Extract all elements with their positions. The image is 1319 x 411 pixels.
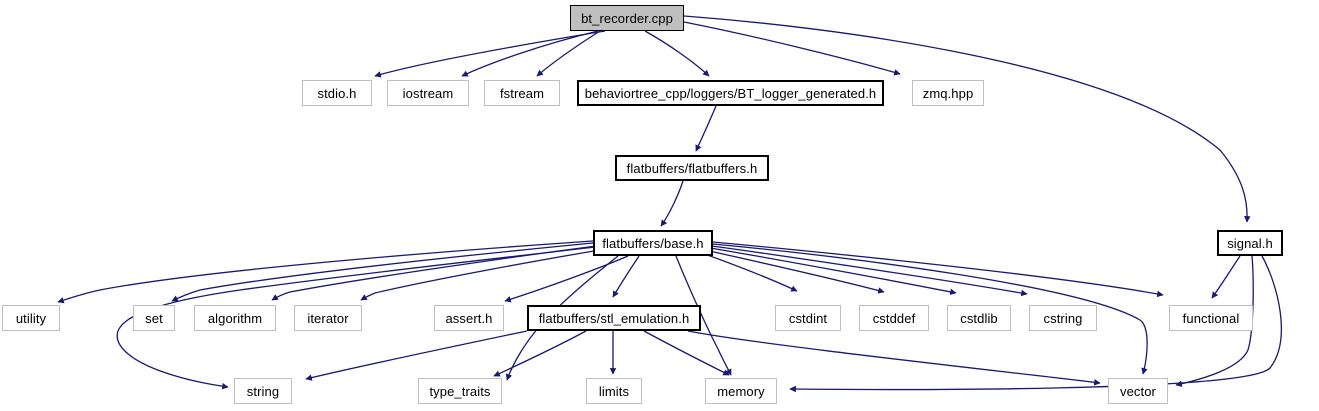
edge-bt_logger_gen-to-flatbuffers_h	[695, 105, 717, 152]
node-label: iterator	[307, 310, 349, 326]
node-label: fstream	[499, 85, 545, 101]
node-label: iostream	[402, 85, 454, 101]
node-string[interactable]: string	[234, 378, 292, 404]
node-set[interactable]: set	[133, 305, 175, 331]
node-utility[interactable]: utility	[2, 305, 60, 331]
node-fstream[interactable]: fstream	[484, 80, 560, 106]
node-cstdlib[interactable]: cstdlib	[947, 305, 1011, 331]
edge-bt_recorder-to-zmq	[683, 21, 901, 76]
node-memory[interactable]: memory	[705, 378, 777, 404]
node-label: bt_recorder.cpp	[581, 10, 673, 26]
edge-base_h-to-cstdint	[698, 251, 798, 292]
node-assert_h[interactable]: assert.h	[434, 305, 504, 331]
node-label: behaviortree_cpp/loggers/BT_logger_gener…	[584, 85, 877, 101]
edge-base_h-to-vector	[712, 243, 1148, 375]
node-iterator[interactable]: iterator	[294, 305, 362, 331]
node-label: flatbuffers/flatbuffers.h	[626, 160, 758, 176]
node-limits[interactable]: limits	[586, 378, 642, 404]
edge-signal_h-to-vector	[1175, 255, 1254, 387]
node-stdio[interactable]: stdio.h	[302, 80, 372, 106]
edge-stl_emulation-to-vector	[687, 330, 1101, 386]
edge-bt_recorder-to-stdio	[374, 30, 606, 78]
edge-base_h-to-set	[171, 242, 594, 302]
node-label: cstdint	[788, 310, 828, 326]
node-label: string	[246, 383, 280, 399]
edges	[57, 15, 1282, 393]
edge-stl_emulation-to-string	[305, 330, 528, 381]
edge-flatbuffers_h-to-base_h	[660, 180, 684, 227]
node-base_h[interactable]: flatbuffers/base.h	[593, 230, 713, 256]
edge-bt_recorder-to-iostream	[461, 30, 599, 77]
node-label: algorithm	[207, 310, 263, 326]
node-label: set	[145, 310, 163, 326]
edge-signal_h-to-functional	[1211, 255, 1241, 299]
node-label: limits	[598, 383, 630, 399]
node-label: cstddef	[872, 310, 916, 326]
node-label: cstdlib	[960, 310, 998, 326]
node-label: flatbuffers/stl_emulation.h	[538, 310, 690, 326]
edge-base_h-to-iterator	[360, 249, 601, 301]
node-label: type_traits	[429, 383, 491, 399]
node-type_traits[interactable]: type_traits	[418, 378, 502, 404]
edge-base_h-to-cstddef	[704, 249, 885, 294]
edge-base_h-to-stl_emulation	[612, 255, 640, 298]
edge-base_h-to-cstdlib	[709, 247, 957, 296]
node-label: vector	[1119, 383, 1156, 399]
node-iostream[interactable]: iostream	[387, 80, 469, 106]
edge-base_h-to-functional	[712, 241, 1164, 298]
edge-signal_h-to-memory	[789, 255, 1282, 393]
node-label: memory	[717, 383, 765, 399]
edge-stl_emulation-to-type_traits	[493, 330, 587, 377]
edge-base_h-to-utility	[57, 240, 594, 304]
edge-bt_recorder-to-fstream	[536, 30, 601, 77]
node-cstdint[interactable]: cstdint	[775, 305, 841, 331]
edge-bt_recorder-to-signal_h	[683, 15, 1251, 223]
edge-stl_emulation-to-memory	[643, 330, 730, 376]
node-label: zmq.hpp	[922, 85, 974, 101]
node-algorithm[interactable]: algorithm	[194, 305, 276, 331]
node-label: functional	[1182, 310, 1240, 326]
edge-base_h-to-memory	[675, 255, 732, 376]
edge-base_h-to-assert_h	[504, 255, 629, 303]
edge-bt_recorder-to-bt_logger_gen	[644, 30, 710, 77]
node-label: signal.h	[1227, 235, 1273, 251]
node-bt_recorder[interactable]: bt_recorder.cpp	[570, 5, 684, 31]
node-zmq[interactable]: zmq.hpp	[912, 80, 984, 106]
node-vector[interactable]: vector	[1108, 378, 1168, 404]
node-label: flatbuffers/base.h	[602, 235, 704, 251]
node-stl_emulation[interactable]: flatbuffers/stl_emulation.h	[527, 305, 701, 331]
node-cstddef[interactable]: cstddef	[859, 305, 929, 331]
node-flatbuffers_h[interactable]: flatbuffers/flatbuffers.h	[615, 155, 769, 181]
node-functional[interactable]: functional	[1169, 305, 1253, 331]
node-cstring[interactable]: cstring	[1029, 305, 1097, 331]
node-bt_logger_gen[interactable]: behaviortree_cpp/loggers/BT_logger_gener…	[577, 80, 884, 106]
edge-base_h-to-string	[116, 246, 596, 390]
node-signal_h[interactable]: signal.h	[1217, 230, 1283, 256]
node-label: stdio.h	[317, 85, 357, 101]
node-label: cstring	[1043, 310, 1083, 326]
node-label: assert.h	[445, 310, 493, 326]
edge-base_h-to-cstring	[711, 245, 1028, 297]
node-label: utility	[15, 310, 47, 326]
